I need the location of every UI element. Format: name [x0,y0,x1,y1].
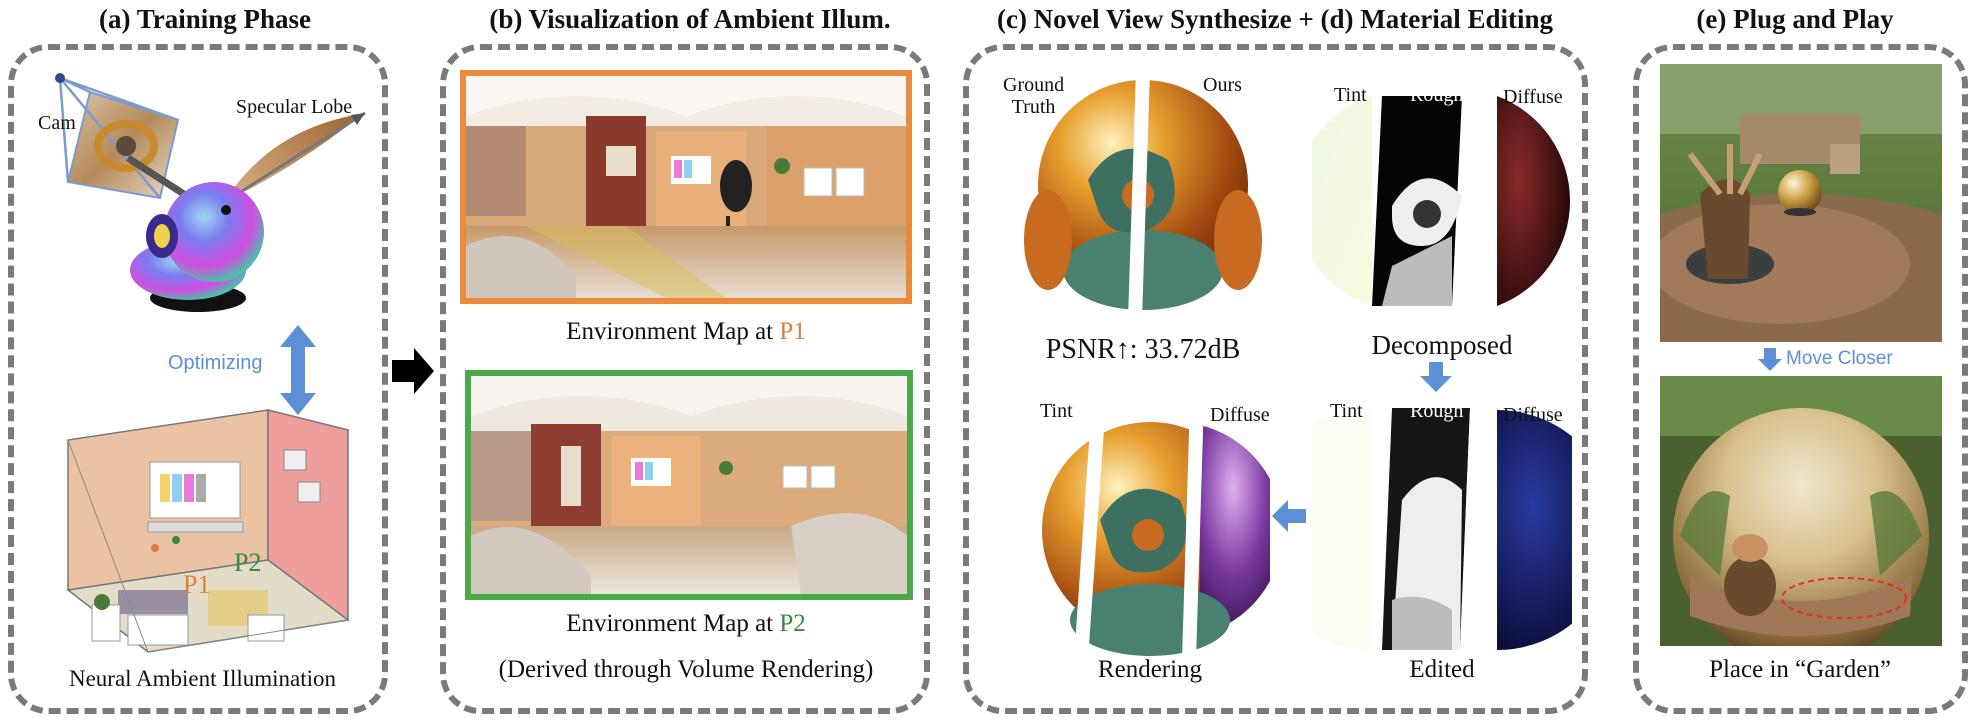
left-arrow-icon [1272,500,1306,532]
rendering-sphere [1042,400,1270,660]
psnr-value: PSNR↑: 33.72dB [1045,334,1241,365]
panel-training [8,44,388,714]
ground-truth-label: Ground Truth [1003,74,1065,118]
title-nvs-material: (c) Novel View Synthesize + (d) Material… [996,4,1554,34]
env-map-p1-prefix: Environment Map at [566,318,780,345]
right-arrow-icon [392,348,434,394]
decomposed-sphere [1312,96,1571,306]
edit-diffuse-label: Diffuse [1503,404,1563,426]
decomp-diffuse-label: Diffuse [1503,86,1563,108]
title-training-phase: (a) Training Phase [98,4,312,34]
env-map-p2-point: P2 [779,610,806,637]
render-rough-label: Rough [1118,400,1172,422]
neural-ambient-caption: Neural Ambient Illumination [68,666,336,691]
render-diffuse-label: Diffuse [1210,404,1270,426]
volume-rendering-note: (Derived through Volume Rendering) [498,656,874,683]
edited-sphere [1312,408,1572,650]
panel-visualization [440,44,930,714]
title-visualization: (b) Visualization of Ambient Illum. [489,4,891,34]
move-closer-label: Move Closer [1786,348,1893,369]
env-map-p1 [460,70,912,304]
decomposed-caption: Decomposed [1371,330,1513,360]
room-scene [66,409,350,653]
edit-rough-label: Rough [1410,400,1464,422]
panel-nvs-editing [963,44,1588,714]
garden-photo-far [1660,64,1942,342]
env-map-p2 [465,370,913,600]
env-map-p2-prefix: Environment Map at [566,610,780,637]
cam-label: Cam [38,112,76,134]
decomp-rough-label: Rough [1410,84,1464,106]
gt-vs-ours-sphere [1024,70,1262,320]
panel-plug-play [1633,44,1968,714]
rendering-caption: Rendering [1097,656,1203,683]
down-arrow-icon [1420,362,1452,392]
garden-caption: Place in “Garden” [1709,656,1891,683]
title-plug-and-play: (e) Plug and Play [1696,4,1894,34]
specular-lobe-label: Specular Lobe [236,96,353,118]
env-map-p1-caption: Environment Map at P1 [460,318,912,346]
garden-photo-close [1660,376,1942,646]
p2-label: P2 [234,548,262,577]
ours-label: Ours [1203,74,1242,96]
render-tint-label: Tint [1040,400,1073,422]
normal-map-object [130,182,264,312]
env-map-p1-point: P1 [779,318,806,345]
decomp-tint-label: Tint [1334,84,1367,106]
edited-caption: Edited [1409,656,1475,683]
p1-label: P1 [183,570,211,599]
specular-lobe-icon [222,111,366,205]
env-map-p2-caption: Environment Map at P2 [460,610,912,638]
optimizing-label: Optimizing [168,352,263,374]
move-closer-arrow-icon [1758,348,1782,371]
edit-tint-label: Tint [1330,400,1363,422]
double-arrow-icon [280,325,316,415]
